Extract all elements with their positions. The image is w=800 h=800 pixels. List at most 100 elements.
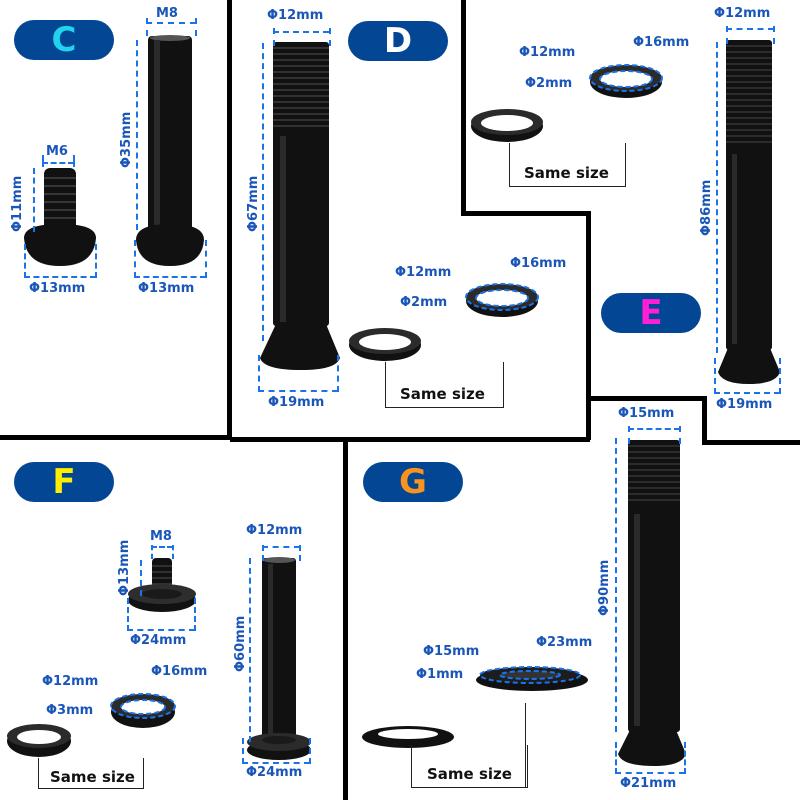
washer-dimensioned [110,693,176,728]
dim-length: Φ35mm [119,111,134,168]
dim-length: Φ90mm [597,559,612,616]
dim-line [337,355,339,392]
same-size-bracket [509,143,626,187]
dim-line [258,390,338,392]
same-size-label: Same size [427,765,512,783]
dim-line [628,426,630,444]
dim-line [42,155,44,167]
divider [230,437,590,442]
sleeve-nut [136,35,204,266]
same-size-label: Same size [50,768,135,786]
dim-line [262,545,264,561]
dim-line [242,762,310,764]
dim-inner: Φ12mm [519,45,576,60]
dim-line [309,738,311,764]
divider [0,435,232,440]
badge-g: G [363,462,463,502]
dim-line [716,42,718,353]
dim-line [73,155,75,167]
dim-thread: M8 [150,529,172,544]
dim-line [615,772,685,774]
washer [7,724,71,757]
dim-line [24,276,96,278]
dim-line [151,545,153,559]
dim-line [24,244,26,278]
dim-line [779,358,781,394]
dim-line [127,598,129,631]
divider [461,0,466,216]
divider [461,211,590,216]
dim-length: Φ13mm [117,539,132,596]
dim-thread: M8 [156,6,178,21]
dim-line [134,240,136,278]
dim-line [299,545,301,561]
badge-f: F [14,462,114,502]
dim-line [134,276,206,278]
same-size-bracket [411,745,528,788]
dim-line [714,392,780,394]
dim-line [258,355,260,392]
dim-base: Φ24mm [246,765,303,780]
dim-top: Φ12mm [267,8,324,23]
dim-line [33,168,35,232]
dim-line [714,358,716,394]
washer [471,109,543,142]
dim-length: Φ11mm [10,175,25,232]
dim-line [262,43,264,341]
dim-line [242,738,244,764]
threaded-axle [618,440,686,766]
dim-outer: Φ16mm [510,256,567,271]
washer [349,328,421,361]
badge-e: E [601,293,701,333]
dim-thread: M6 [46,144,68,159]
divider [586,211,591,440]
dim-head: Φ13mm [138,281,195,296]
divider [702,396,707,444]
washer-dimensioned [589,64,663,98]
dim-line [615,742,617,774]
dim-base: Φ19mm [716,397,773,412]
dim-length: Φ60mm [233,615,248,672]
dim-line [615,438,617,732]
dim-line [42,162,74,164]
badge-d: D [348,21,448,61]
dim-line [679,426,681,444]
dim-line [726,26,728,44]
dim-line [249,558,251,742]
washer-dimensioned [476,666,588,691]
dim-outer: Φ16mm [151,664,208,679]
washer [362,726,454,748]
dim-top: Φ15mm [618,406,675,421]
dim-line [273,31,329,33]
button-head-screw [24,168,96,266]
dim-line [195,18,197,36]
flat-head-screw [128,558,196,612]
dim-thickness: Φ3mm [46,703,94,718]
dim-line [146,18,148,36]
badge-c: C [14,20,114,60]
dim-thickness: Φ2mm [400,295,448,310]
dim-line [136,40,138,230]
dim-line [140,560,142,596]
dim-head: Φ13mm [29,281,86,296]
same-size-label: Same size [524,164,609,182]
dim-line [628,428,680,430]
dim-line [726,28,774,30]
dim-outer: Φ23mm [536,635,593,650]
dim-length: Φ67mm [246,175,261,232]
dim-line [262,546,300,548]
dim-line [172,545,174,559]
dim-top: Φ12mm [714,6,771,21]
dim-base: Φ21mm [620,776,677,791]
dim-line [773,26,775,44]
dim-head: Φ24mm [130,633,187,648]
divider [227,0,232,440]
dim-inner: Φ15mm [423,644,480,659]
dim-top: Φ12mm [246,523,303,538]
threaded-axle [718,40,780,384]
dim-length: Φ86mm [699,179,714,236]
dim-outer: Φ16mm [633,35,690,50]
same-size-label: Same size [400,385,485,403]
dim-inner: Φ12mm [395,265,452,280]
dim-line [684,742,686,774]
